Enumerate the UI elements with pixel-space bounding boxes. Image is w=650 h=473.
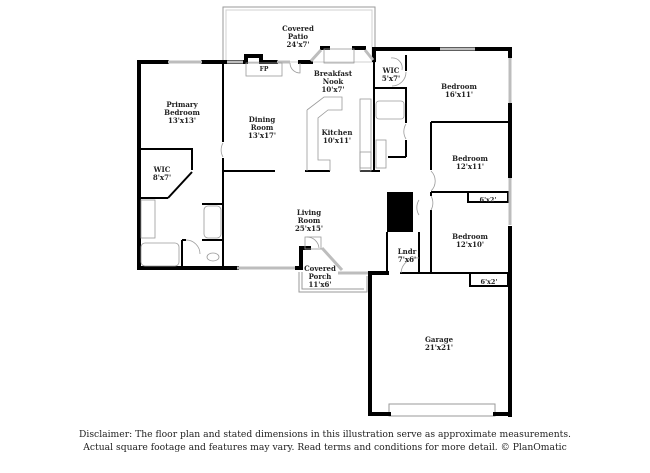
room-dims: 21'x21' bbox=[425, 343, 453, 352]
room-dims: 6'x2' bbox=[479, 196, 497, 204]
covered-porch-outline bbox=[298, 272, 368, 293]
room-name-2: Room bbox=[297, 216, 321, 225]
room-dims: 25'x15' bbox=[295, 224, 323, 233]
room-label-bedroom-2: Bedroom 12'x11' bbox=[452, 155, 488, 171]
room-dims: 13'x17' bbox=[248, 131, 276, 140]
room-label-dining-room: Dining Room 13'x17' bbox=[248, 116, 276, 140]
room-name: Dining bbox=[248, 115, 276, 124]
room-label-wic-small: WIC 5'x7' bbox=[382, 67, 400, 83]
room-dims: 13'x13' bbox=[168, 116, 196, 125]
windows bbox=[168, 47, 512, 275]
fireplace-label: FP bbox=[260, 66, 269, 74]
room-dims: 16'x11' bbox=[445, 90, 473, 99]
room-label-bedroom-1: Bedroom 16'x11' bbox=[441, 83, 477, 99]
room-name: Bedroom bbox=[452, 232, 488, 241]
room-label-kitchen: Kitchen 10'x11' bbox=[322, 129, 353, 145]
room-name: Breakfast bbox=[313, 69, 353, 78]
room-name: Kitchen bbox=[321, 128, 353, 137]
room-name: Covered bbox=[304, 264, 336, 273]
room-name-2: Bedroom bbox=[164, 108, 200, 117]
room-dims: 11'x6' bbox=[308, 280, 332, 289]
room-name: Lndr bbox=[397, 247, 417, 256]
room-label-garage: Garage 21'x21' bbox=[425, 336, 453, 352]
room-name: Covered bbox=[282, 24, 314, 33]
room-name: WIC bbox=[153, 165, 171, 174]
disclaimer: Disclaimer: The floor plan and stated di… bbox=[0, 428, 650, 454]
room-dims: 8'x7' bbox=[152, 173, 172, 182]
room-name-2: Room bbox=[250, 123, 274, 132]
room-label-covered-porch: Covered Porch 11'x6' bbox=[304, 265, 336, 289]
room-label-bedroom-3: Bedroom 12'x10' bbox=[452, 233, 488, 249]
room-label-closet-2: 6'x2' bbox=[481, 278, 498, 286]
room-name: Bedroom bbox=[441, 82, 477, 91]
room-dims: 10'x7' bbox=[321, 85, 345, 94]
disclaimer-line-2: Actual square footage and features may v… bbox=[83, 442, 567, 453]
room-name-2: Porch bbox=[308, 272, 332, 281]
room-name: Bedroom bbox=[452, 154, 488, 163]
room-label-breakfast-nook: Breakfast Nook 10'x7' bbox=[314, 70, 352, 94]
room-dims: 10'x11' bbox=[323, 136, 351, 145]
room-label-living-room: Living Room 25'x15' bbox=[295, 209, 323, 233]
room-dims: 5'x7' bbox=[381, 74, 401, 83]
disclaimer-line-1: Disclaimer: The floor plan and stated di… bbox=[79, 429, 571, 440]
room-label-wic-primary: WIC 8'x7' bbox=[153, 166, 171, 182]
fixtures bbox=[140, 48, 436, 274]
room-dims: 12'x11' bbox=[456, 162, 484, 171]
room-name: Garage bbox=[424, 335, 454, 344]
room-name: Living bbox=[296, 208, 322, 217]
room-dims: 7'x6' bbox=[397, 255, 417, 264]
fireplace-text: FP bbox=[259, 66, 269, 73]
room-dims: 6'x2' bbox=[480, 278, 498, 286]
room-label-laundry: Lndr 7'x6' bbox=[398, 248, 417, 264]
room-name: WIC bbox=[382, 66, 400, 75]
fireplace-block bbox=[387, 192, 413, 232]
room-name-2: Patio bbox=[287, 32, 309, 41]
room-dims: 12'x10' bbox=[456, 240, 484, 249]
room-name: Primary bbox=[166, 100, 198, 109]
room-name-2: Nook bbox=[322, 77, 344, 86]
garage-door bbox=[388, 403, 496, 417]
room-label-covered-patio: Covered Patio 24'x7' bbox=[282, 25, 314, 49]
room-label-primary-bedroom: Primary Bedroom 13'x13' bbox=[164, 101, 200, 125]
room-dims: 24'x7' bbox=[286, 40, 310, 49]
room-label-closet-1: 6'x2' bbox=[480, 196, 497, 204]
